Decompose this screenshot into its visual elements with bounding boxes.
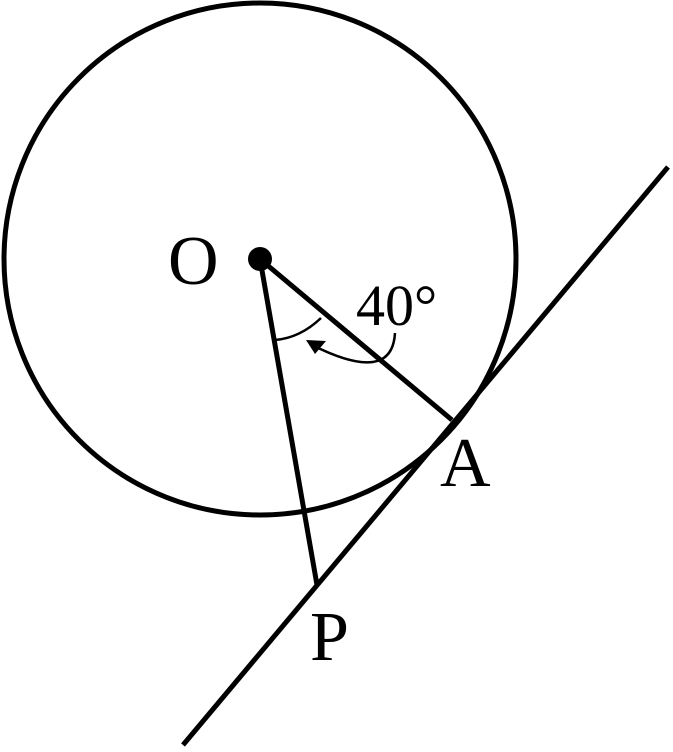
tangent-line [181, 165, 670, 747]
angle-arc [274, 317, 322, 342]
circle [1, 0, 519, 518]
angle-pointer-arrow [311, 332, 397, 364]
label-a: A [440, 425, 491, 502]
center-point [248, 247, 272, 271]
segment-op [257, 258, 320, 586]
label-o: O [168, 223, 219, 300]
label-angle: 40° [356, 273, 437, 338]
label-p: P [310, 599, 349, 676]
arrow-head [306, 340, 326, 354]
segment-oa [258, 257, 454, 422]
